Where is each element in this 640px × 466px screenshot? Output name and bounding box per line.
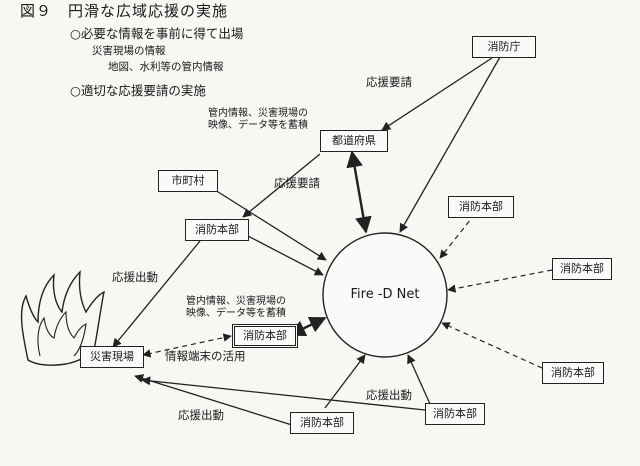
bullet-advance-info: ○必要な情報を事前に得て出場	[70, 26, 244, 41]
flame-inner-icon	[37, 310, 87, 357]
arrow-hqbotcenter-to-center	[324, 354, 366, 409]
fire-d-net-label: Fire -D Net	[350, 287, 420, 302]
arrow-pref-center	[346, 150, 372, 234]
label-request-top: 応援要請	[366, 75, 412, 89]
label-dispatch-left: 応援出動	[112, 270, 158, 284]
arrow-hqbotleft-to-center	[407, 354, 431, 405]
node-hq-right-bot: 消防本部	[542, 362, 604, 384]
node-hq-bot-center: 消防本部	[290, 412, 354, 434]
label-accumulate-top-line1: 管内情報、災害現場の	[208, 108, 308, 119]
arrow-fdma-request-to-pref	[381, 57, 493, 131]
bullet-advance-info-sub2: 地図、水利等の管内情報	[108, 61, 224, 73]
bullet-proper-request: ○適切な応援要請の実施	[70, 83, 206, 98]
arrow-pref-request-to-hqleft	[242, 153, 321, 218]
node-hq-bot-left: 消防本部	[425, 403, 485, 425]
arrow-municipality-to-center	[214, 189, 327, 261]
node-disaster-site: 災害現場	[80, 346, 144, 368]
label-dispatch-bot-left: 応援出動	[178, 408, 224, 422]
arrow-dispatch-hqbotleft-to-site	[141, 376, 426, 411]
arrow-fdma-to-center	[399, 56, 501, 233]
dashed-arrow-hq-right-mid	[447, 269, 553, 293]
node-hq-right-top: 消防本部	[448, 196, 514, 218]
node-hq-mid: 消防本部	[232, 324, 298, 348]
dashed-arrow-terminal-use	[142, 333, 232, 358]
node-municipality: 市町村	[158, 170, 218, 192]
label-request-mid: 応援要請	[274, 176, 320, 190]
label-terminal-use: 情報端末の活用	[165, 349, 246, 363]
node-hq-left: 消防本部	[185, 219, 249, 241]
node-fdma: 消防庁	[472, 36, 536, 58]
arrow-hqleft-to-center	[245, 234, 324, 276]
bullet-advance-info-sub1: 災害現場の情報	[92, 45, 166, 57]
arrow-dispatch-hqleft-to-site	[112, 240, 201, 348]
node-prefecture: 都道府県	[320, 130, 388, 152]
label-accumulate-top-line2: 映像、データ等を蓄積	[208, 120, 308, 131]
label-accumulate-mid-line2: 映像、データ等を蓄積	[186, 308, 286, 319]
node-hq-right-mid: 消防本部	[552, 258, 612, 280]
label-dispatch-bot-right: 応援出動	[366, 388, 412, 402]
label-accumulate-mid-line1: 管内情報、災害現場の	[186, 296, 286, 307]
fire-d-net-circle	[322, 232, 448, 358]
dashed-arrow-hq-right-bot	[441, 322, 543, 369]
figure-title: 図９ 円滑な広域応援の実施	[20, 2, 229, 20]
dashed-arrow-hq-right-top	[439, 213, 476, 259]
arrow-dispatch-hqbotcenter-to-site	[134, 374, 293, 426]
